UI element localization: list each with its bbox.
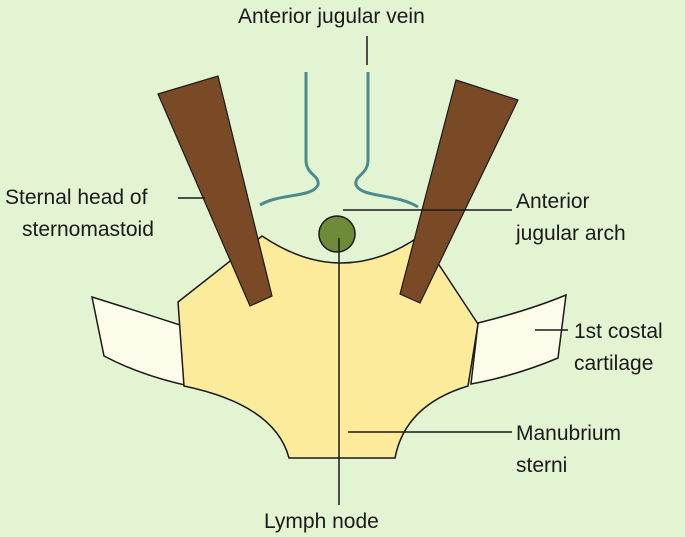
left-sternomastoid-head [157,75,273,307]
label-costal-cartilage-line2: cartilage [574,352,653,375]
label-costal-cartilage-line1: 1st costal [574,320,663,343]
right-sternomastoid-head [399,79,519,304]
label-manubrium-line2: sterni [516,454,567,477]
label-manubrium-line1: Manubrium [516,422,621,445]
label-anterior-jugular-vein: Anterior jugular vein [238,5,425,28]
label-lymph-node: Lymph node [264,510,379,533]
label-anterior-jugular-arch-line2: jugular arch [515,222,626,245]
lymph-node [318,215,356,253]
label-anterior-jugular-arch-line1: Anterior [516,190,590,213]
left-costal-cartilage [91,295,186,386]
right-costal-cartilage [470,293,567,385]
anterior-jugular-veins [259,72,419,209]
label-sternal-head-line1: Sternal head of [5,186,148,209]
label-sternal-head-line2: sternomastoid [22,218,154,241]
